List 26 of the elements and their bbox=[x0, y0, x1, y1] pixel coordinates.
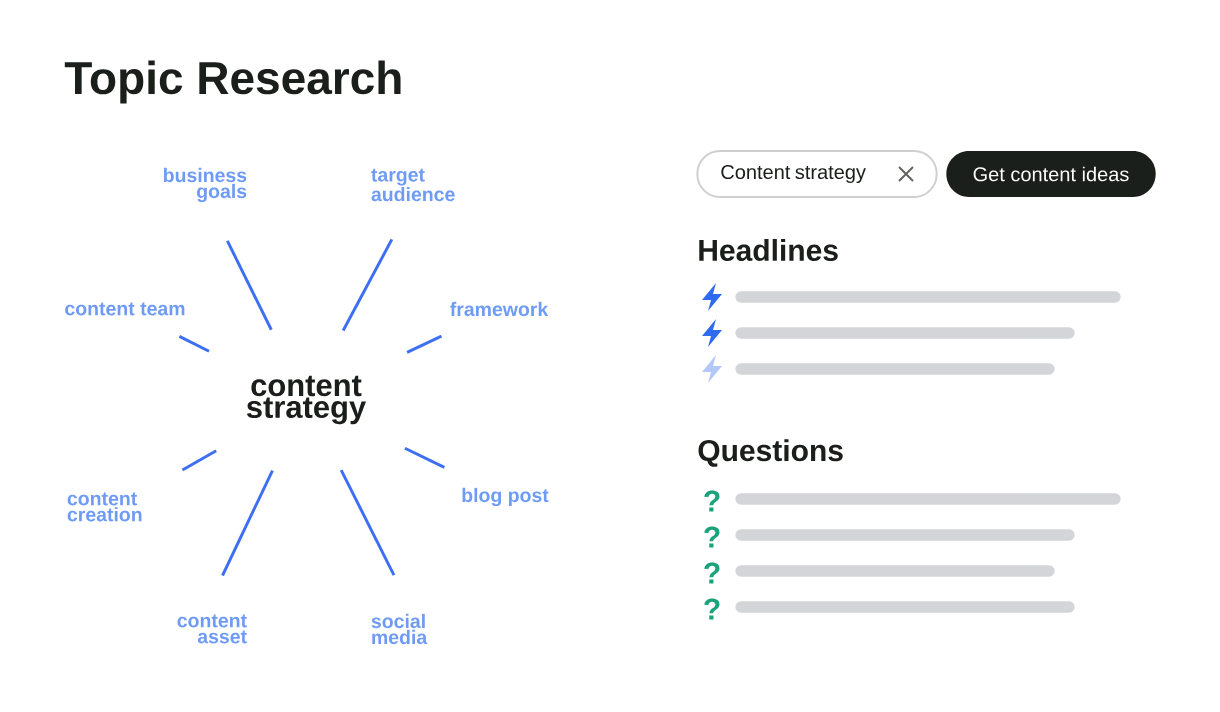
keyword-label: content asset bbox=[177, 614, 247, 644]
section-heading: Questions bbox=[698, 439, 843, 467]
question-icon: ? bbox=[704, 526, 720, 548]
action-button: Get content ideas bbox=[946, 151, 1156, 197]
connector-line bbox=[341, 238, 394, 332]
keyword-label: blog post bbox=[462, 487, 549, 507]
keyword-label: content team bbox=[65, 302, 185, 316]
search-chip: Content strategy bbox=[696, 150, 938, 198]
connector-line bbox=[226, 240, 273, 331]
keyword-label: framework bbox=[450, 301, 549, 317]
connector-line bbox=[181, 449, 217, 472]
connector-line bbox=[339, 469, 396, 576]
connector-line bbox=[178, 335, 210, 353]
title: Topic Research bbox=[64, 60, 401, 104]
topic-label: content strategy bbox=[246, 375, 366, 425]
keyword-label: social media bbox=[371, 613, 428, 645]
question-icon: ? bbox=[704, 562, 720, 584]
connector-line bbox=[406, 334, 443, 354]
question-icon: ? bbox=[704, 598, 720, 620]
connector-line bbox=[404, 446, 445, 469]
keyword-label: business goals bbox=[163, 167, 247, 203]
keyword-label: content creation bbox=[67, 492, 142, 522]
keyword-label: target audience bbox=[371, 168, 455, 202]
section-heading: Headlines bbox=[699, 238, 838, 261]
connector-line bbox=[221, 469, 274, 577]
question-icon: ? bbox=[704, 490, 720, 512]
